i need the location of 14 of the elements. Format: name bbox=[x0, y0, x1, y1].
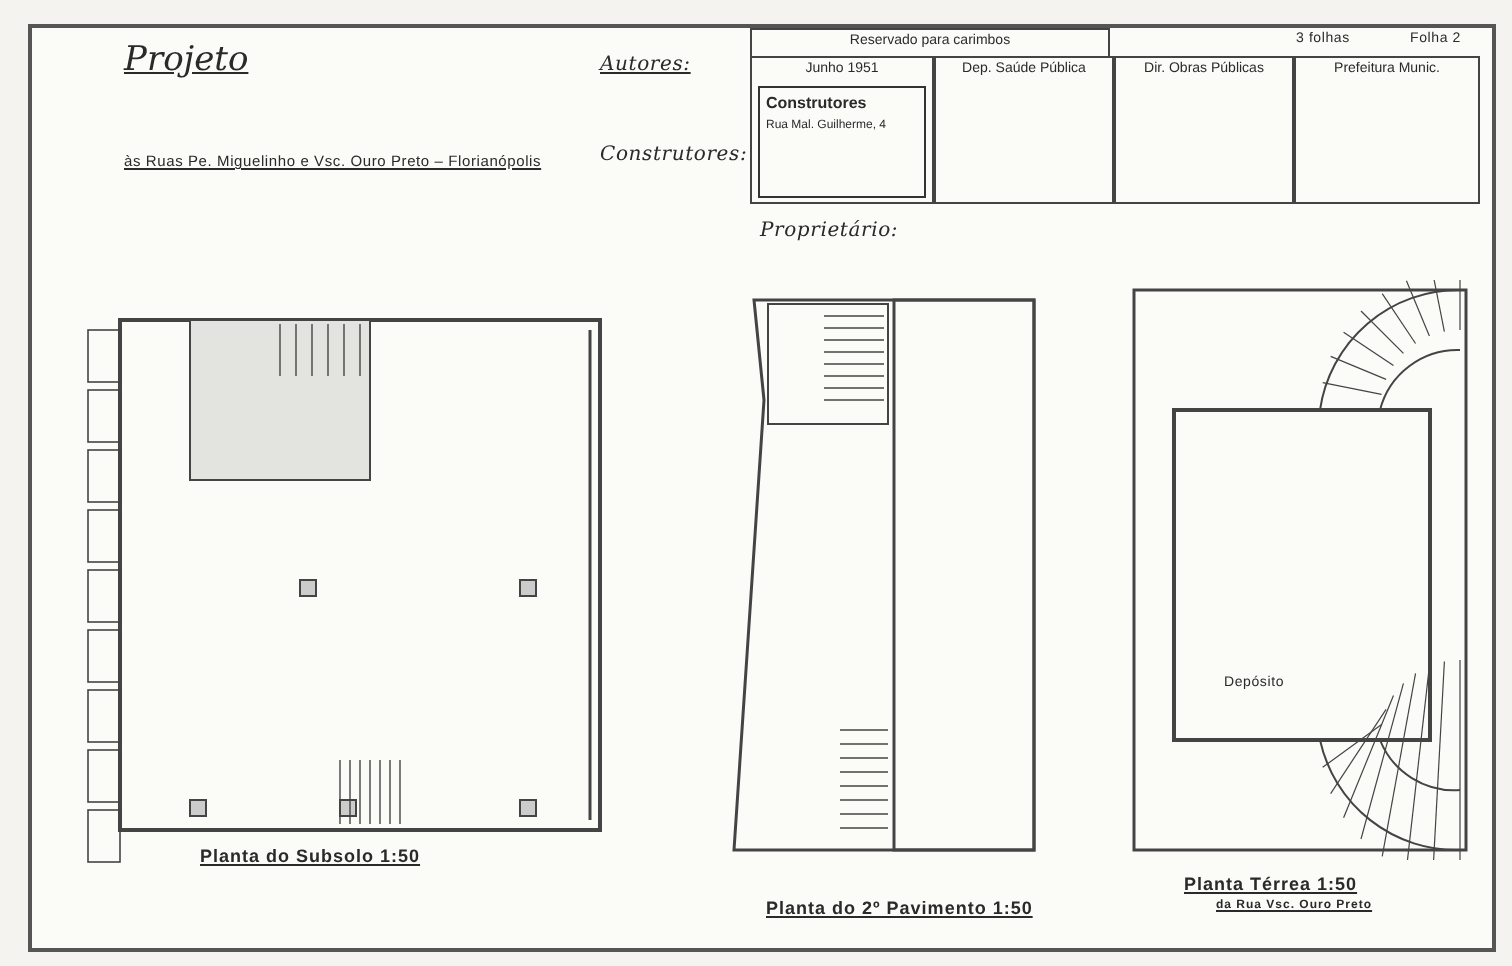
annotation-text: Proprietário: bbox=[760, 220, 899, 242]
stamp-text: Construtores bbox=[766, 94, 869, 112]
title-block-cell bbox=[750, 28, 1110, 58]
title-block-cell bbox=[750, 56, 934, 204]
plan-title: Planta do 2º Pavimento 1:50 bbox=[766, 898, 1033, 918]
title-block-cell bbox=[1114, 56, 1294, 204]
annotation-text: Autores: bbox=[600, 54, 691, 76]
stamp-box bbox=[758, 86, 926, 198]
plan-title: Planta Térrea 1:50 bbox=[1184, 874, 1358, 894]
title-block-cell bbox=[934, 56, 1114, 204]
title-block-cell bbox=[1294, 56, 1480, 204]
drawing-title: Projeto bbox=[124, 40, 249, 80]
plan-title: Planta do Subsolo 1:50 bbox=[200, 846, 421, 866]
annotation-text: Construtores: bbox=[600, 144, 748, 166]
